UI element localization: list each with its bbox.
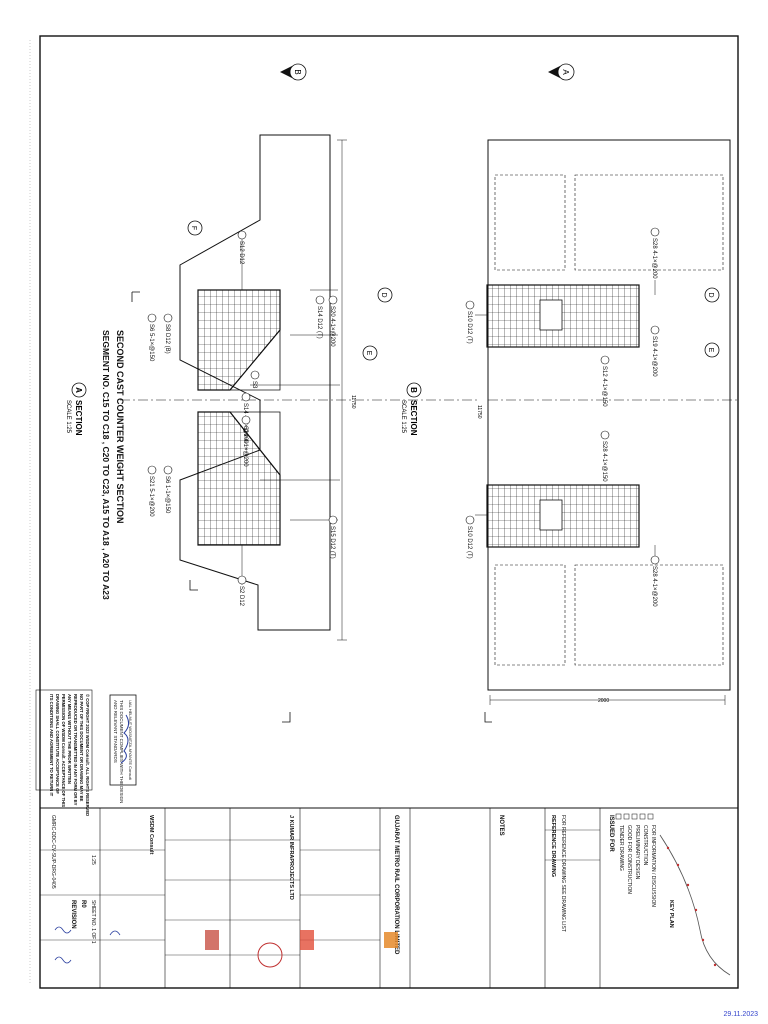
rebar-label: S12 D12 xyxy=(238,241,244,265)
svg-text:REPRODUCED OR TRANSMITTED IN A: REPRODUCED OR TRANSMITTED IN ANY FORM OR… xyxy=(73,694,78,806)
issued-for-item: PRELIMINARY DESIGN xyxy=(634,825,640,880)
rebar-label: S6 1-1×@150 xyxy=(164,476,170,514)
rebar-label: S21 5-1×@200 xyxy=(148,476,154,517)
signature xyxy=(54,956,72,964)
reference-text: FOR REFERENCE DRAWING SEE DRAWING LIST xyxy=(560,815,566,932)
issued-for-checkbox xyxy=(639,813,646,820)
svg-text:E: E xyxy=(707,348,714,353)
issued-for-item: FOR INFORMATION / DISCUSSION xyxy=(650,825,656,907)
section-cut-marker-f: F xyxy=(187,220,203,236)
drawing-number: GMRC-DDC-CV-SUP-DRG-0405 xyxy=(50,815,56,889)
rebar-label: S10 D12 (T) xyxy=(466,311,472,344)
issued-for-item: CONSTRUCTION xyxy=(642,825,648,866)
revision-value: R0 xyxy=(80,900,86,908)
section-a-segments: SEGMENT NO. C15 TO C18 , C20 TO C23, A15… xyxy=(101,330,111,600)
issued-for-header: ISSUED FOR xyxy=(608,815,614,852)
scale-box: 1:25 xyxy=(90,855,96,865)
rebar-label: S15 D12 (T) xyxy=(329,526,335,559)
svg-text:SCALE 1:25: SCALE 1:25 xyxy=(65,400,71,434)
reference-header: REFERENCE DRAWING xyxy=(550,815,556,877)
svg-text:D: D xyxy=(380,292,387,297)
rebar-label: S2 D12 xyxy=(238,586,244,607)
rebar-label: S14 D12 (T) xyxy=(316,306,322,339)
svg-text:A: A xyxy=(74,387,83,393)
section-cut-marker-d2: D xyxy=(704,287,720,303)
issued-for-checkbox xyxy=(615,813,622,820)
svg-text:© COPYRIGHT 2023 WSDM Consult.: © COPYRIGHT 2023 WSDM Consult. ALL RIGHT… xyxy=(85,694,90,816)
copyright-note: © COPYRIGHT 2023 WSDM Consult. ALL RIGHT… xyxy=(35,689,93,816)
rebar-label: S3 xyxy=(251,381,257,389)
svg-text:ANY MEANS WITHOUT THE PRIOR WR: ANY MEANS WITHOUT THE PRIOR WRITTEN xyxy=(67,694,72,784)
dimension-text: 11750 xyxy=(350,395,356,409)
svg-text:UAL HELMUT WOSNITZA-MYANTE Con: UAL HELMUT WOSNITZA-MYANTE Consult xyxy=(128,700,133,781)
contractor-logo xyxy=(300,930,314,950)
rebar-label: S8 D12 (B) xyxy=(164,324,170,354)
section-cut-marker-e: E xyxy=(362,345,378,361)
section-b-label: B SECTION SCALE 1:25 xyxy=(400,382,422,436)
client-logo xyxy=(384,932,398,948)
svg-text:E: E xyxy=(365,351,372,356)
dimension-text: 11750 xyxy=(476,405,482,419)
signature xyxy=(109,930,121,936)
consultant-name: WSDM Consult xyxy=(148,815,154,855)
svg-text:A: A xyxy=(561,69,570,75)
section-a-label: A SECTION SCALE 1:25 xyxy=(65,382,87,436)
issued-for-checkbox xyxy=(631,813,638,820)
signature xyxy=(120,714,130,764)
section-cut-marker-e2: E xyxy=(704,342,720,358)
revision-header: REVISION xyxy=(70,900,76,929)
svg-text:SECTION: SECTION xyxy=(74,400,83,436)
rebar-label: S6 5-1×@150 xyxy=(148,324,154,362)
approval-seal xyxy=(257,942,283,968)
section-a-title: SECOND CAST COUNTER WEIGHT SECTION xyxy=(115,330,125,524)
issued-for-checkbox xyxy=(647,813,654,820)
print-date: 29.11.2023 xyxy=(723,1011,758,1018)
key-plan-alignment xyxy=(659,834,731,976)
svg-text:B: B xyxy=(293,69,302,74)
rebar-label: S28 4-1×@200 xyxy=(651,566,657,607)
section-cut-marker-b: B xyxy=(280,63,307,81)
rebar-label: S10 D12 (T) xyxy=(466,526,472,559)
key-plan-header: KEY PLAN xyxy=(668,900,674,928)
dimension-text: 2000 xyxy=(598,698,609,704)
title-block: GMRC-DDC-CV-SUP-DRG-0405 REVISION R0 SHE… xyxy=(39,807,739,989)
contractor-name: J KUMAR INFRAPROJECTS LTD xyxy=(288,815,294,900)
svg-text:ITS CONDITIONS AND AGREEMENT T: ITS CONDITIONS AND AGREEMENT TO RETURN I… xyxy=(49,694,54,797)
svg-text:B: B xyxy=(409,387,418,393)
svg-text:DRAWING SHALL CONSTITUTE ACCEP: DRAWING SHALL CONSTITUTE ACCEPTANCE OF xyxy=(55,694,60,794)
compliance-stamp: THIS DOCUMENT COMPLIES WITH THE DESIGN A… xyxy=(109,694,137,803)
section-b-drawing: S28 4-1×@200 S19 4-1×@200 S10 D12 (T) S1… xyxy=(400,63,740,723)
svg-text:SECTION: SECTION xyxy=(409,400,418,436)
client-name: GUJARAT METRO RAIL CORPORATION LIMITED xyxy=(393,815,399,955)
svg-text:PERMISSION OF WSDM Consult. AC: PERMISSION OF WSDM Consult. ACCEPTANCE O… xyxy=(61,694,66,807)
consultant-logo xyxy=(205,930,219,950)
rebar-label: S20 4-1×@200 xyxy=(329,306,335,347)
section-cut-marker-a: A xyxy=(548,63,575,81)
section-a-drawing: S20 4-1×@200 S14 D12 (T) S12 D12 S8 D12 … xyxy=(65,63,480,723)
rebar-label: S19 4-1×@200 xyxy=(651,336,657,377)
section-cut-marker-d: D xyxy=(377,287,393,303)
rebar-label: S28 4-1×@150 xyxy=(601,441,607,482)
svg-text:NO PART OF THIS DOCUMENT OR DR: NO PART OF THIS DOCUMENT OR DRAWING MAY … xyxy=(79,694,84,802)
signature xyxy=(54,926,72,934)
rebar-label: S14 4-1×@200 xyxy=(242,426,248,467)
issued-for-item: TENDER DRAWING xyxy=(618,825,624,871)
notes-header: NOTES xyxy=(498,815,504,836)
rebar-label: S12 4-1×@150 xyxy=(601,366,607,407)
svg-text:F: F xyxy=(190,226,197,230)
rebar-label: S28 4-1×@200 xyxy=(651,238,657,279)
issued-for-checkbox xyxy=(623,813,630,820)
svg-text:D: D xyxy=(707,292,714,297)
svg-text:AND RELEVANT STANDARDS: AND RELEVANT STANDARDS xyxy=(113,700,118,763)
sheet-number: SHEET NO. 1 OF 1 xyxy=(90,900,96,944)
svg-text:THIS DOCUMENT COMPLIES WITH TH: THIS DOCUMENT COMPLIES WITH THE DESIGN xyxy=(119,700,124,803)
svg-text:SCALE 1:25: SCALE 1:25 xyxy=(400,400,406,434)
issued-for-item: GOOD FOR CONSTRUCTION xyxy=(626,825,632,894)
